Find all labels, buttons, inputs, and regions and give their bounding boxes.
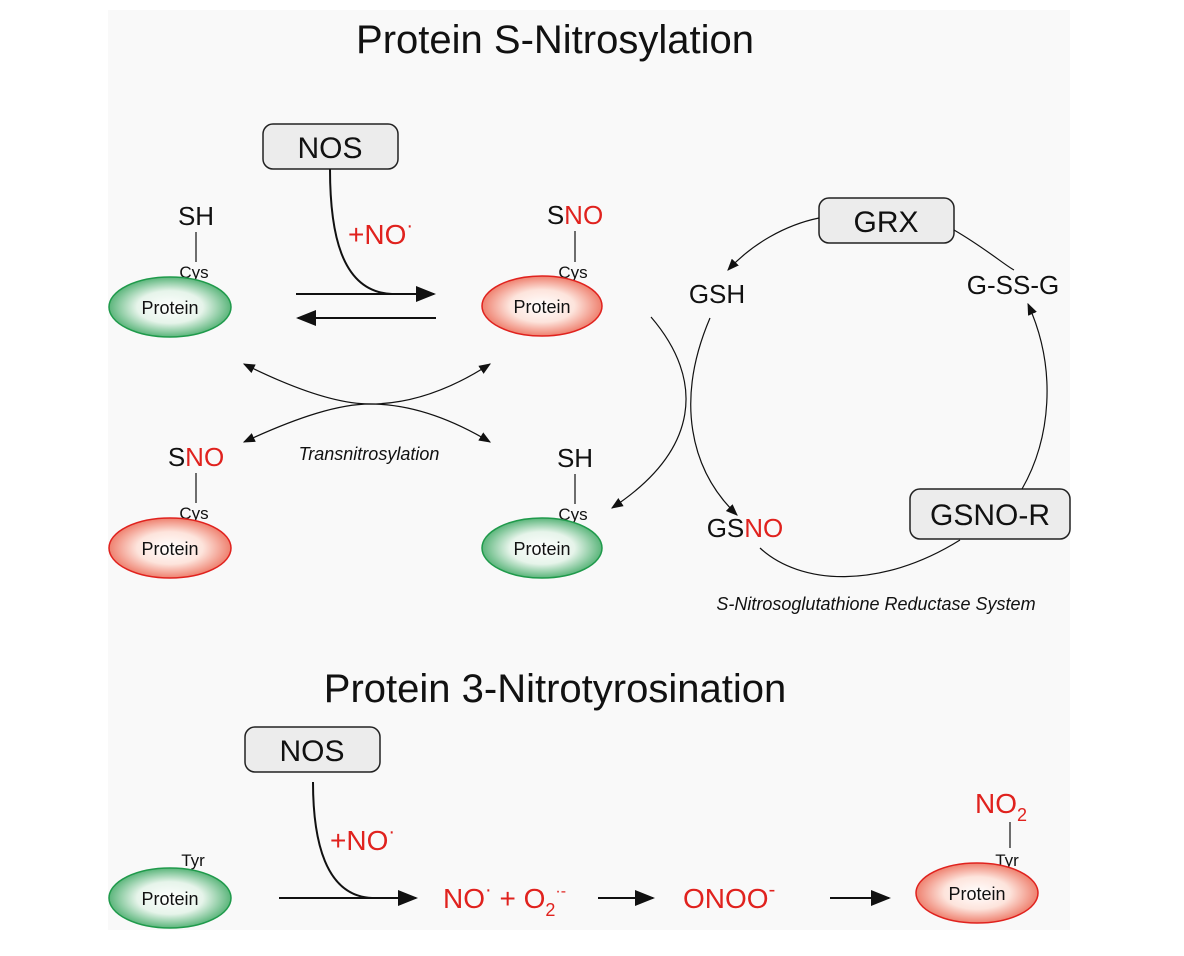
cys-label: Cys — [558, 263, 587, 282]
transnitrosylation-label: Transnitrosylation — [299, 444, 440, 464]
protein-sh-bottom-right: SH Cys Protein — [481, 443, 603, 579]
protein-label: Protein — [141, 539, 198, 559]
transnitrosylation-lower-arc — [242, 403, 492, 443]
nos-to-arrow-curve-bottom — [312, 781, 373, 899]
gsnor-to-gssg-arrow — [1021, 302, 1048, 490]
protein-label: Protein — [513, 297, 570, 317]
nos-to-arrow-curve — [329, 168, 393, 295]
protein-label: Protein — [513, 539, 570, 559]
protein-nitrotyr-right: NO2 Tyr Protein — [915, 788, 1039, 924]
radical-dot: · — [406, 215, 413, 237]
sno-label: SNO — [168, 442, 224, 472]
protein-label: Protein — [141, 889, 198, 909]
protein-ellipse — [108, 867, 232, 929]
sno-label: SNO — [547, 200, 603, 230]
title-nitrotyrosination: Protein 3-Nitrotyrosination — [324, 667, 786, 711]
plus-no-label-top: +NO· — [348, 215, 413, 250]
gsh-label: GSH — [689, 279, 745, 309]
peroxynitrite-label: ONOO- — [683, 879, 775, 914]
grx-box: GRX — [818, 197, 955, 244]
gsnor-system-label: S-Nitrosoglutathione Reductase System — [716, 594, 1035, 614]
transnitrosylation-upper-arc — [242, 363, 492, 405]
protein-ellipse — [481, 275, 603, 337]
protein-ellipse — [915, 862, 1039, 924]
protein-sno-right: SNO Cys Protein — [481, 200, 603, 337]
protein-label: Protein — [141, 298, 198, 318]
gsh-to-gsno-arrow — [690, 317, 738, 516]
plus-no-text: +NO — [348, 219, 406, 250]
cys-label: Cys — [179, 263, 208, 282]
protein-label: Protein — [948, 884, 1005, 904]
tyr-label: Tyr — [181, 851, 205, 870]
grx-to-gssg-line — [953, 229, 1015, 271]
gsnor-box: GSNO-R — [909, 488, 1071, 540]
protein-ellipse — [108, 517, 232, 579]
protein-ellipse — [108, 276, 232, 338]
title-s-nitrosylation: Protein S-Nitrosylation — [356, 18, 754, 62]
nos-label-bottom: NOS — [279, 735, 344, 768]
protein-tyr-left: Tyr Protein — [108, 851, 232, 929]
gsnor-label: GSNO-R — [930, 499, 1050, 532]
no-plus-superoxide: NO· + O2·- — [443, 879, 566, 920]
protein-sh-left: SH Cys Protein — [108, 201, 232, 338]
no2-label: NO2 — [975, 788, 1027, 825]
gsno-to-gsnor-arc — [759, 539, 961, 578]
grx-label: GRX — [853, 206, 918, 239]
nos-box-bottom: NOS — [244, 726, 381, 773]
nos-box-top: NOS — [262, 123, 399, 170]
sh-label: SH — [178, 201, 214, 231]
cys-label: Cys — [558, 505, 587, 524]
sh-label: SH — [557, 443, 593, 473]
protein-ellipse — [481, 517, 603, 579]
cys-label: Cys — [179, 504, 208, 523]
plus-no-label-bottom: +NO· — [330, 821, 395, 856]
grx-to-gsh-arrow — [727, 217, 820, 271]
gsno-label: GSNO — [707, 513, 784, 543]
nos-label-top: NOS — [297, 132, 362, 165]
protein-sno-bottom-left: SNO Cys Protein — [108, 442, 232, 579]
sno-to-sh-arrow — [610, 316, 687, 509]
gssg-label: G-SS-G — [967, 270, 1059, 300]
